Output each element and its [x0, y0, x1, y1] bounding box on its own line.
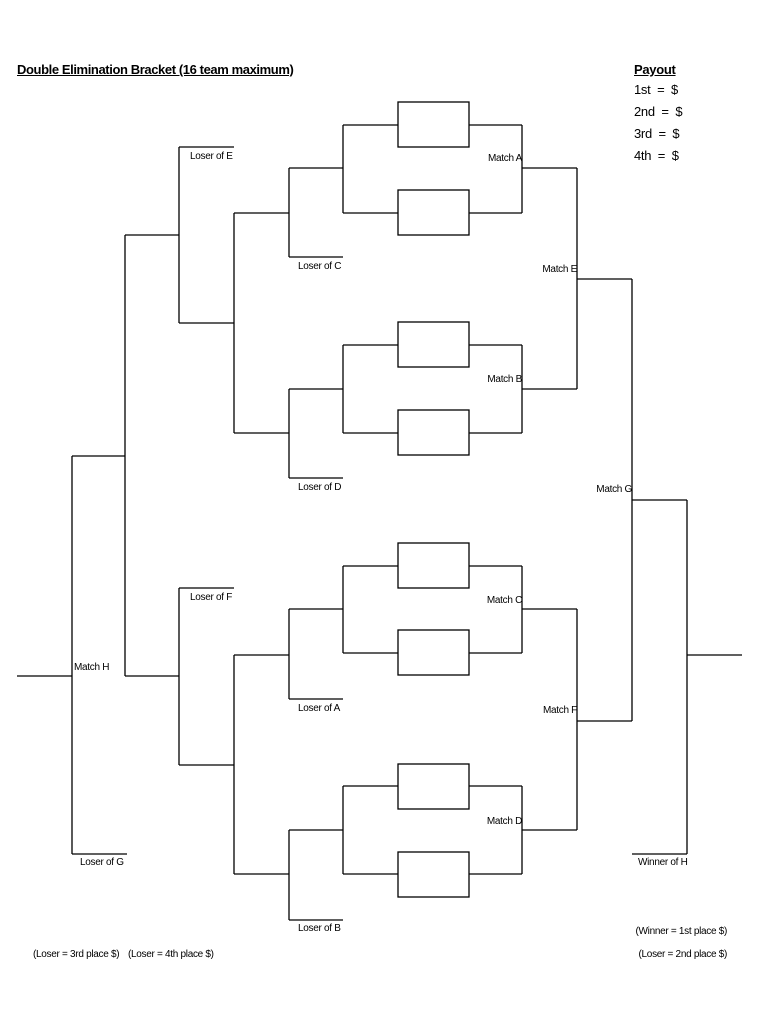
- loser-of-b-label: Loser of B: [298, 923, 341, 934]
- loser-of-e-label: Loser of E: [190, 151, 233, 162]
- payout-3rd: 3rd = $: [634, 126, 680, 141]
- footer-loser-4th: (Loser = 4th place $): [128, 949, 214, 960]
- match-h-label: Match H: [74, 662, 110, 673]
- match-a-label: Match A: [487, 153, 522, 164]
- loser-of-a-label: Loser of A: [298, 703, 341, 714]
- page-title: Double Elimination Bracket (16 team maxi…: [17, 62, 294, 77]
- team-slot[interactable]: [397, 409, 470, 456]
- team-slot[interactable]: [397, 763, 470, 810]
- loser-of-c-label: Loser of C: [298, 261, 342, 272]
- team-slot[interactable]: [397, 542, 470, 589]
- team-slot[interactable]: [397, 189, 470, 236]
- payout-4th: 4th = $: [634, 148, 679, 163]
- payout-2nd: 2nd = $: [634, 104, 683, 119]
- team-slot[interactable]: [397, 851, 470, 898]
- team-slot[interactable]: [397, 101, 470, 148]
- team-slot[interactable]: [397, 629, 470, 676]
- match-f-label: Match F: [542, 705, 577, 716]
- winner-of-h-label: Winner of H: [638, 857, 688, 868]
- loser-of-d-label: Loser of D: [298, 482, 342, 493]
- match-e-label: Match E: [542, 264, 577, 275]
- losers-bracket-lines: [17, 125, 344, 921]
- match-g-label: Match G: [596, 484, 632, 495]
- loser-of-f-label: Loser of F: [190, 592, 233, 603]
- team-slot[interactable]: [397, 321, 470, 368]
- footer-loser-2nd: (Loser = 2nd place $): [638, 949, 728, 960]
- match-b-label: Match B: [487, 374, 522, 385]
- payout-heading: Payout: [634, 62, 676, 77]
- payout-1st: 1st = $: [634, 82, 678, 97]
- winners-bracket-lines: [343, 124, 742, 875]
- match-d-label: Match D: [486, 816, 522, 827]
- match-c-label: Match C: [486, 595, 522, 606]
- payout-section: Payout 1st = $ 2nd = $ 3rd = $ 4th = $: [634, 62, 683, 167]
- footer-loser-3rd: (Loser = 3rd place $): [33, 949, 120, 960]
- loser-of-g-label: Loser of G: [80, 857, 124, 868]
- footer-winner-1st: (Winner = 1st place $): [635, 926, 728, 937]
